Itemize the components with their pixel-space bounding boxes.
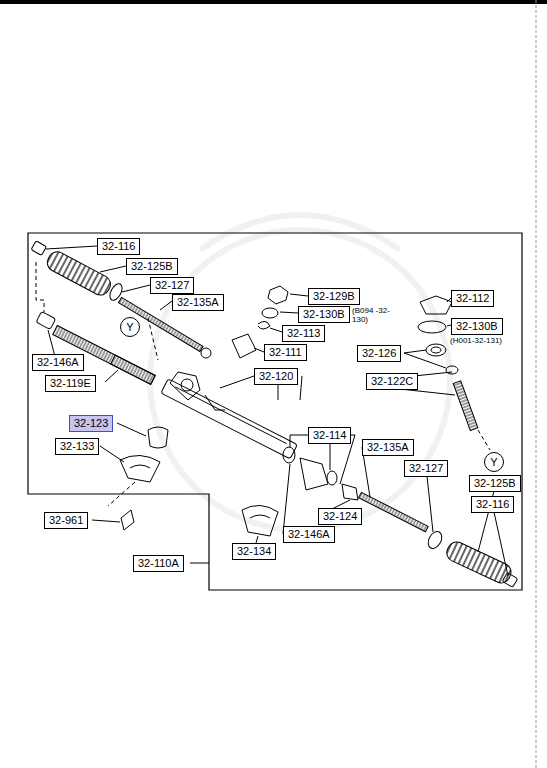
callout-text: 32-124 — [323, 510, 357, 522]
callout-number: 32-133 — [55, 438, 99, 455]
callout-text: 32-127 — [155, 279, 189, 291]
callout-text: 32-146A — [37, 356, 79, 368]
callout-text: 32-110A — [138, 557, 179, 569]
callout-number: 32-122C — [366, 373, 418, 390]
callout-number: 32-129B — [308, 288, 360, 305]
callout-text: 32-113 — [287, 327, 320, 339]
callout-text: 32-135A — [177, 296, 219, 308]
part-note: (H001-32-131) — [450, 336, 512, 345]
callout-text: 32-125B — [131, 260, 173, 272]
callout-text: 32-119E — [50, 377, 91, 389]
part-note: (B094 -32-130) — [352, 306, 392, 324]
callout-number: 32-113 — [282, 325, 325, 342]
callout-text: 32-120 — [259, 370, 293, 382]
callout-number: 32-116 — [471, 496, 514, 513]
callout-text: 32-126 — [362, 347, 396, 359]
callout-number: 32-146A — [283, 526, 335, 543]
callout-text: Y — [490, 456, 497, 468]
callout-number: 32-126 — [357, 345, 401, 362]
callout-number: 32-130B — [451, 318, 503, 335]
callout-number: 32-127 — [150, 277, 194, 294]
callout-number: 32-146A — [32, 354, 84, 371]
callout-text: 32-123 — [74, 417, 108, 429]
callout-text: 32-116 — [102, 240, 135, 252]
view-circle: Y — [120, 317, 140, 337]
callout-number: 32-125B — [126, 258, 178, 275]
callout-text: 32-122C — [371, 375, 413, 387]
callout-number: 32-111 — [264, 344, 307, 361]
callout-number: 32-114 — [308, 427, 351, 444]
callout-text: Y — [126, 321, 133, 333]
callout-number: 32-125B — [469, 475, 521, 492]
callout-text: 32-134 — [237, 545, 271, 557]
callout-number: 32-112 — [451, 290, 494, 307]
callout-number: 32-120 — [254, 368, 298, 385]
callout-text: 32-114 — [313, 429, 346, 441]
callout-number: 32-123 — [69, 415, 113, 432]
callout-number: 32-961 — [44, 512, 88, 529]
callout-text: 32-116 — [476, 498, 509, 510]
callout-text: 32-125B — [474, 477, 516, 489]
callout-number: 32-130B — [298, 306, 350, 323]
callout-text: 32-133 — [60, 440, 94, 452]
callout-text: 32-129B — [313, 290, 355, 302]
callout-text: 32-130B — [303, 308, 345, 320]
callout-text: 32-111 — [269, 346, 302, 358]
callout-number: 32-124 — [318, 508, 362, 525]
callout-number: 32-119E — [45, 375, 96, 392]
callout-text: 32-135A — [367, 441, 409, 453]
callout-number: 32-110A — [133, 555, 184, 572]
callout-number: 32-116 — [97, 238, 140, 255]
callout-text: 32-127 — [409, 462, 443, 474]
callout-text: 32-961 — [49, 514, 83, 526]
callout-number: 32-135A — [362, 439, 414, 456]
callout-text: 32-130B — [456, 320, 498, 332]
callout-number: 32-127 — [404, 460, 448, 477]
callout-text: 32-146A — [288, 528, 330, 540]
callout-number: 32-134 — [232, 543, 276, 560]
callout-text: 32-112 — [456, 292, 489, 304]
callout-number: 32-135A — [172, 294, 224, 311]
view-circle: Y — [484, 452, 504, 472]
